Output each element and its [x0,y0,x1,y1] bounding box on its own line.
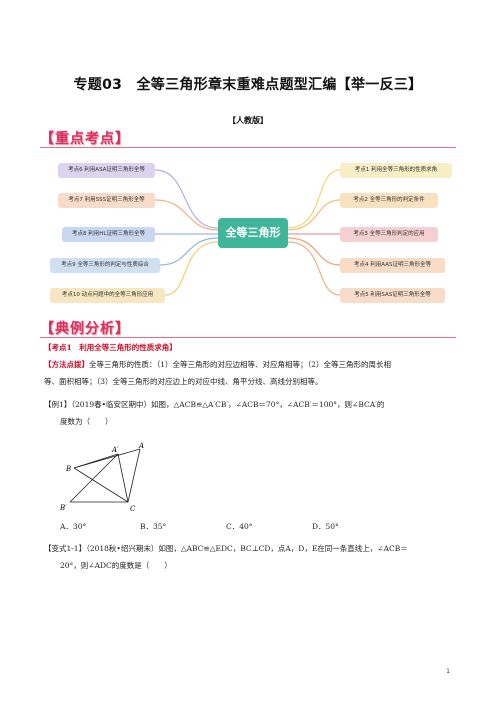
focus-banner: 【重点考点】 [40,131,130,147]
option-d: D．50° [312,522,339,531]
mindmap-node-right-1: 考点1 利用全等三角形的性质求角 [340,163,452,178]
point1-heading: 【考点1 利用全等三角形的性质求角】 [44,343,177,352]
option-a: A．30° [60,522,87,531]
focus-banner-underline [40,147,456,148]
option-b: B．35° [140,522,167,531]
mindmap-connectors [154,169,341,296]
variant1-question-cont: 20°，则∠ADC的度数是（ ） [60,561,172,570]
connector-left-1 [154,169,219,229]
option-c: C．40° [226,522,253,531]
label-A-prime: A′ [111,446,119,454]
mindmap-node-left-5: 考点10 动点问题中的全等三角形应用 [50,288,165,303]
example1-figure: A A′ B B′ C [60,442,144,513]
mindmap-node-left-3: 考点8 利用HL证明三角形全等 [62,227,155,242]
mindmap-node-left-4: 考点9 全等三角形的判定与性质综合 [50,258,160,273]
method-tip-line1: 【方法点拨】全等三角形的性质：（1）全等三角形的对应边相等、对应角相等；（2）全… [44,358,464,372]
method-tip-text1: 全等三角形的性质：（1）全等三角形的对应边相等、对应角相等；（2）全等三角形的周… [89,360,392,369]
page-number: 1 [446,668,450,675]
edge-B-C [73,467,129,503]
connector-right-4 [287,237,341,266]
label-C: C [130,505,136,513]
label-B-prime: B′ [60,504,67,512]
method-tip-label: 【方法点拨】 [44,360,89,369]
mindmap-node-right-3: 考点3 全等三角形判定的应用 [340,227,438,242]
method-tip-line2: 等、面积相等；（3）全等三角形的对应边上的对应中线、角平分线、高线分别相等。 [44,377,323,386]
mindmap-node-right-5: 考点5 利用SAS证明三角形全等 [340,288,445,303]
label-A: A [138,442,144,450]
connector-right-1 [287,169,341,229]
connector-right-5 [287,241,341,296]
connector-left-5 [164,241,219,296]
variant1-question: 【变式1-1】（2018秋•绍兴期末）如图，△ABC≌△EDC，BC⊥CD，点A… [44,544,408,553]
mindmap: 考点6 利用ASA证明三角形全等考点7 利用SSS证明三角形全等考点8 利用HL… [40,150,456,315]
label-B: B [65,465,71,473]
edge-B1-A1 [69,453,119,503]
mindmap-center-node: 全等三角形 [218,218,288,248]
mindmap-node-left-1: 考点6 利用ASA证明三角形全等 [58,163,155,178]
mindmap-node-right-4: 考点4 利用AAS证明三角形全等 [340,258,445,273]
example1-question: 【例1】（2019春•临安区期中）如图，△ACB≌△A′CB′，∠ACB＝70°… [44,400,385,409]
mindmap-node-left-2: 考点7 利用SSS证明三角形全等 [58,193,155,208]
examples-banner-underline [40,337,456,338]
connector-left-2 [154,199,219,231]
edge-A-C [127,448,141,503]
mindmap-node-right-2: 考点2 全等三角形的判定条件 [340,193,438,208]
connector-left-4 [159,237,219,266]
page-title: 专题03 全等三角形章末重难点题型汇编【举一反三】 [73,77,423,93]
example1-question-cont: 度数为（ ） [60,417,113,426]
examples-banner: 【典例分析】 [40,321,130,337]
edge-A1-C [117,453,129,503]
edition-label: 【人教版】 [228,116,268,125]
connector-right-2 [287,199,341,231]
edge-B-A [73,448,141,469]
